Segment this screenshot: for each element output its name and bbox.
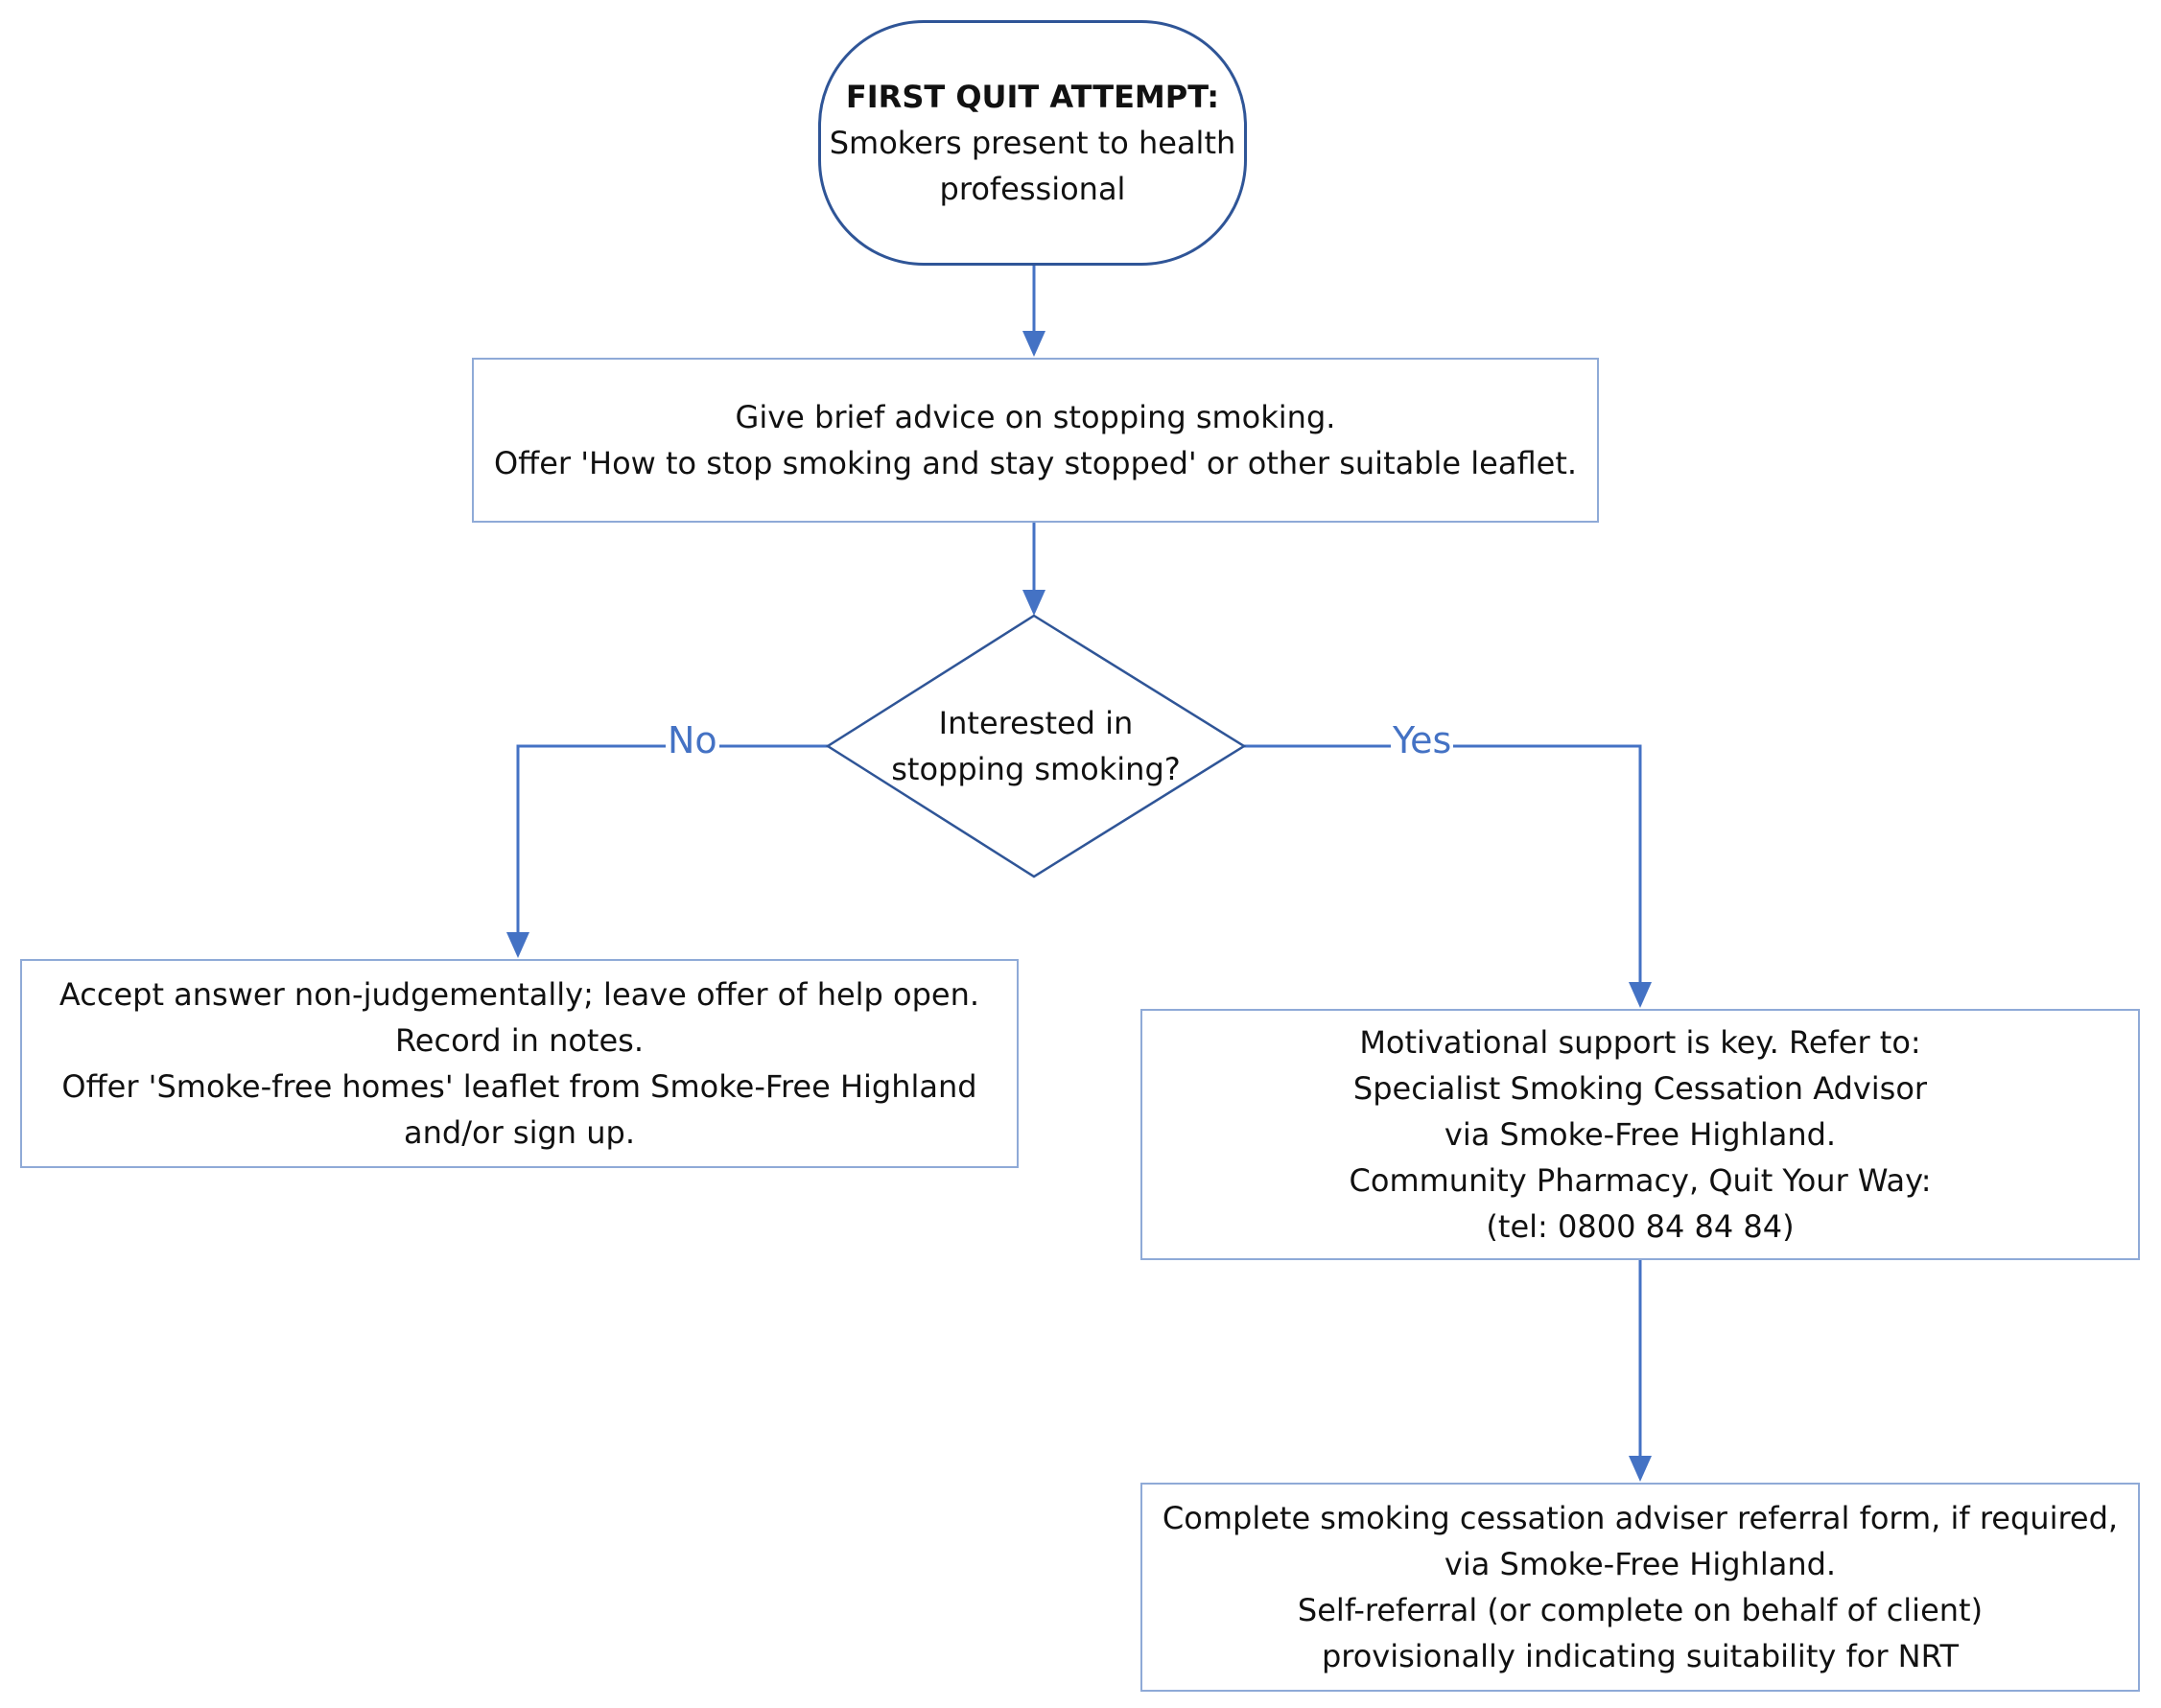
- arrowhead-decision-to-yes: [1629, 982, 1652, 1008]
- referral-box: Complete smoking cessation adviser refer…: [1140, 1483, 2140, 1692]
- yes-line-3: via Smoke-Free Highland.: [1444, 1116, 1837, 1153]
- yes-branch-box: Motivational support is key. Refer to: S…: [1140, 1009, 2140, 1260]
- decision-line-1: Interested in: [938, 705, 1134, 741]
- arrowhead-yes-to-referral: [1629, 1456, 1652, 1482]
- referral-line-3: Self-referral (or complete on behalf of …: [1297, 1592, 1984, 1628]
- no-line-4: and/or sign up.: [404, 1114, 635, 1151]
- no-line-2: Record in notes.: [394, 1022, 644, 1059]
- decision-diamond: [825, 614, 1247, 878]
- arrowhead-decision-to-no: [506, 932, 529, 958]
- decision-text: Interested in stopping smoking?: [828, 700, 1244, 792]
- yes-line-2: Specialist Smoking Cessation Advisor: [1352, 1070, 1928, 1107]
- advice-line-2: Offer 'How to stop smoking and stay stop…: [493, 445, 1578, 481]
- yes-line-4: Community Pharmacy, Quit Your Way:: [1349, 1162, 1932, 1199]
- yes-line-5: (tel: 0800 84 84 84): [1486, 1208, 1795, 1245]
- advice-line-1: Give brief advice on stopping smoking.: [735, 399, 1336, 435]
- arrowhead-start-to-advice: [1022, 331, 1045, 357]
- start-title: FIRST QUIT ATTEMPT:: [845, 79, 1220, 115]
- referral-line-1: Complete smoking cessation adviser refer…: [1162, 1500, 2119, 1536]
- referral-line-4: provisionally indicating suitability for…: [1321, 1638, 1960, 1674]
- no-label: No: [666, 719, 719, 761]
- no-branch-box: Accept answer non-judgementally; leave o…: [20, 959, 1019, 1168]
- arrow-decision-to-yes: [1244, 744, 1642, 983]
- no-line-1: Accept answer non-judgementally; leave o…: [59, 976, 980, 1013]
- no-line-3: Offer 'Smoke-free homes' leaflet from Sm…: [61, 1068, 977, 1105]
- decision-line-2: stopping smoking?: [891, 751, 1181, 787]
- arrowhead-advice-to-decision: [1022, 590, 1045, 616]
- yes-line-1: Motivational support is key. Refer to:: [1359, 1024, 1921, 1061]
- referral-line-2: via Smoke-Free Highland.: [1444, 1546, 1837, 1582]
- start-terminal: FIRST QUIT ATTEMPT: Smokers present to h…: [818, 20, 1247, 266]
- start-line-2: professional: [939, 171, 1126, 207]
- advice-box: Give brief advice on stopping smoking. O…: [472, 358, 1599, 523]
- yes-label: Yes: [1391, 719, 1454, 761]
- start-line-1: Smokers present to health: [829, 125, 1236, 161]
- arrow-decision-to-no: [516, 744, 828, 935]
